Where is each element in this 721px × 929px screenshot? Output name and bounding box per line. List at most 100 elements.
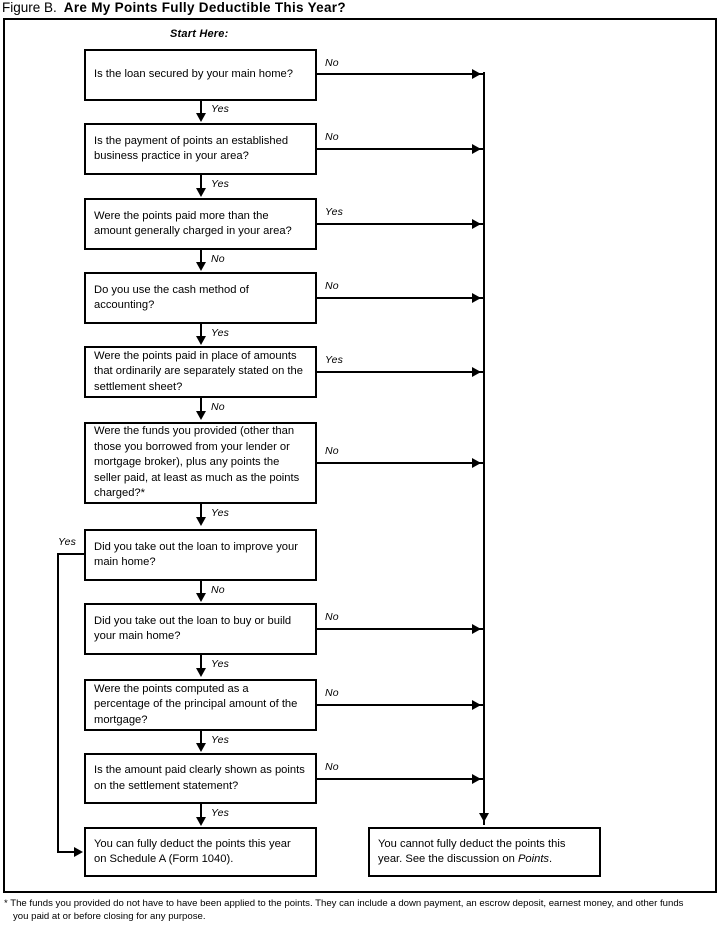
connector-q6-q7 <box>200 504 202 518</box>
footnote-line2: you paid at or before closing for any pu… <box>13 910 206 922</box>
edge-label-q4-down: Yes <box>211 327 230 339</box>
connector-q8-q9 <box>200 655 202 669</box>
connector-q4-q5 <box>200 324 202 337</box>
arrow-q10-right <box>472 774 481 784</box>
footnote: * The funds you provided do not have to … <box>4 898 717 923</box>
arrow-q10-result <box>196 817 206 826</box>
node-q2-text: Is the payment of points an established … <box>94 134 289 163</box>
edge-label-q9-down: Yes <box>211 734 230 746</box>
arrow-q3-q4 <box>196 262 206 271</box>
edge-label-q4-right: No <box>325 280 339 292</box>
arrow-q6-q7 <box>196 517 206 526</box>
node-q4[interactable]: Do you use the cash method of accounting… <box>84 272 317 324</box>
arrow-q5-q6 <box>196 411 206 420</box>
edge-label-q2-down: Yes <box>211 178 230 190</box>
node-q5[interactable]: Were the points paid in place of amounts… <box>84 346 317 398</box>
node-q1[interactable]: Is the loan secured by your main home? <box>84 49 317 101</box>
result-not-deductible-line2-post: . <box>549 853 553 865</box>
connector-q9-q10 <box>200 731 202 744</box>
arrow-q9-right <box>472 700 481 710</box>
node-q10-text: Is the amount paid clearly shown as poin… <box>94 764 305 792</box>
connector-q3-q4 <box>200 250 202 263</box>
node-q6[interactable]: Were the funds you provided (other than … <box>84 422 317 504</box>
connector-q8-right <box>317 628 483 630</box>
edge-label-q2-right: No <box>325 131 339 143</box>
result-deductible-line2: on Schedule A (Form 1040). <box>94 853 234 865</box>
edge-label-q10-down: Yes <box>211 807 230 819</box>
connector-q2-right <box>317 148 483 150</box>
connector-q7-q8 <box>200 581 202 594</box>
figure-frame <box>3 18 717 893</box>
arrow-q1-q2 <box>196 113 206 122</box>
node-q7-text: Did you take out the loan to improve you… <box>94 540 298 569</box>
edge-label-q3-down: No <box>211 253 225 265</box>
connector-q2-q3 <box>200 175 202 189</box>
edge-label-q8-right: No <box>325 611 339 623</box>
result-not-deductible[interactable]: You cannot fully deduct the points this y… <box>368 827 601 877</box>
connector-q3-right <box>317 223 483 225</box>
footnote-line1: * The funds you provided do not have to … <box>4 898 684 909</box>
arrow-q8-q9 <box>196 668 206 677</box>
result-not-deductible-line1: You cannot fully deduct the points this <box>378 837 566 850</box>
connector-q4-right <box>317 297 483 299</box>
arrow-collector-to-result <box>479 813 489 822</box>
edge-label-q3-right: Yes <box>325 206 344 218</box>
node-q2[interactable]: Is the payment of points an established … <box>84 123 317 175</box>
node-q9[interactable]: Were the points computed as a percentage… <box>84 679 317 731</box>
edge-label-q5-right: Yes <box>325 354 344 366</box>
arrow-q3-right <box>472 219 481 229</box>
connector-q7-left-v <box>57 553 59 853</box>
edge-label-q10-right: No <box>325 761 339 773</box>
node-q5-text: Were the points paid in place of amounts… <box>94 349 303 393</box>
node-q8[interactable]: Did you take out the loan to buy or buil… <box>84 603 317 655</box>
edge-label-q9-right: No <box>325 687 339 699</box>
result-deductible[interactable]: You can fully deduct the points this yea… <box>84 827 317 877</box>
collector-bar-right <box>483 72 485 825</box>
arrow-q8-right <box>472 624 481 634</box>
arrow-q2-q3 <box>196 188 206 197</box>
edge-label-q5-down: No <box>211 401 225 413</box>
arrow-q7-left-result <box>74 847 83 857</box>
figure-title-bar: Figure B.Are My Points Fully Deductible … <box>0 0 721 18</box>
edge-label-q7-left: Yes <box>58 536 77 548</box>
edge-label-q6-down: Yes <box>211 507 230 519</box>
arrow-q6-right <box>472 458 481 468</box>
page-title: Figure B.Are My Points Fully Deductible … <box>2 0 346 16</box>
figure-label: Figure B. <box>2 0 57 15</box>
arrow-q7-q8 <box>196 593 206 602</box>
connector-q10-right <box>317 778 483 780</box>
node-q1-text: Is the loan secured by your main home? <box>94 68 293 81</box>
connector-q10-result <box>200 804 202 818</box>
node-q10[interactable]: Is the amount paid clearly shown as poin… <box>84 753 317 804</box>
connector-q6-right <box>317 462 483 464</box>
arrow-q2-right <box>472 144 481 154</box>
result-not-deductible-points-em: Points <box>517 853 550 865</box>
connector-q9-right <box>317 704 483 706</box>
arrow-q4-q5 <box>196 336 206 345</box>
edge-label-q7-down: No <box>211 584 225 596</box>
arrow-q4-right <box>472 293 481 303</box>
node-q4-text: Do you use the cash method of accounting… <box>94 283 249 312</box>
start-here-label: Start Here: <box>170 28 229 40</box>
connector-q5-right <box>317 371 483 373</box>
node-q9-text: Were the points computed as a percentage… <box>94 682 298 726</box>
result-deductible-text: You can fully deduct the points this yea… <box>86 837 299 868</box>
edge-label-q8-down: Yes <box>211 658 230 670</box>
arrow-q5-right <box>472 367 481 377</box>
node-q3-text: Were the points paid more than the amoun… <box>94 209 292 238</box>
connector-q7-left-h <box>57 553 85 555</box>
connector-q5-q6 <box>200 398 202 412</box>
node-q3[interactable]: Were the points paid more than the amoun… <box>84 198 317 250</box>
connector-q1-q2 <box>200 101 202 114</box>
result-not-deductible-line2-pre: year. See the discussion on <box>378 853 518 865</box>
node-q6-text: Were the funds you provided (other than … <box>94 425 300 500</box>
arrow-q1-right <box>472 69 481 79</box>
node-q8-text: Did you take out the loan to buy or buil… <box>94 614 292 643</box>
arrow-q9-q10 <box>196 743 206 752</box>
node-q7[interactable]: Did you take out the loan to improve you… <box>84 529 317 581</box>
edge-label-q1-down: Yes <box>211 103 230 115</box>
connector-q7-left-to-result <box>57 851 76 853</box>
connector-q1-right <box>317 73 483 75</box>
edge-label-q6-right: No <box>325 445 339 457</box>
